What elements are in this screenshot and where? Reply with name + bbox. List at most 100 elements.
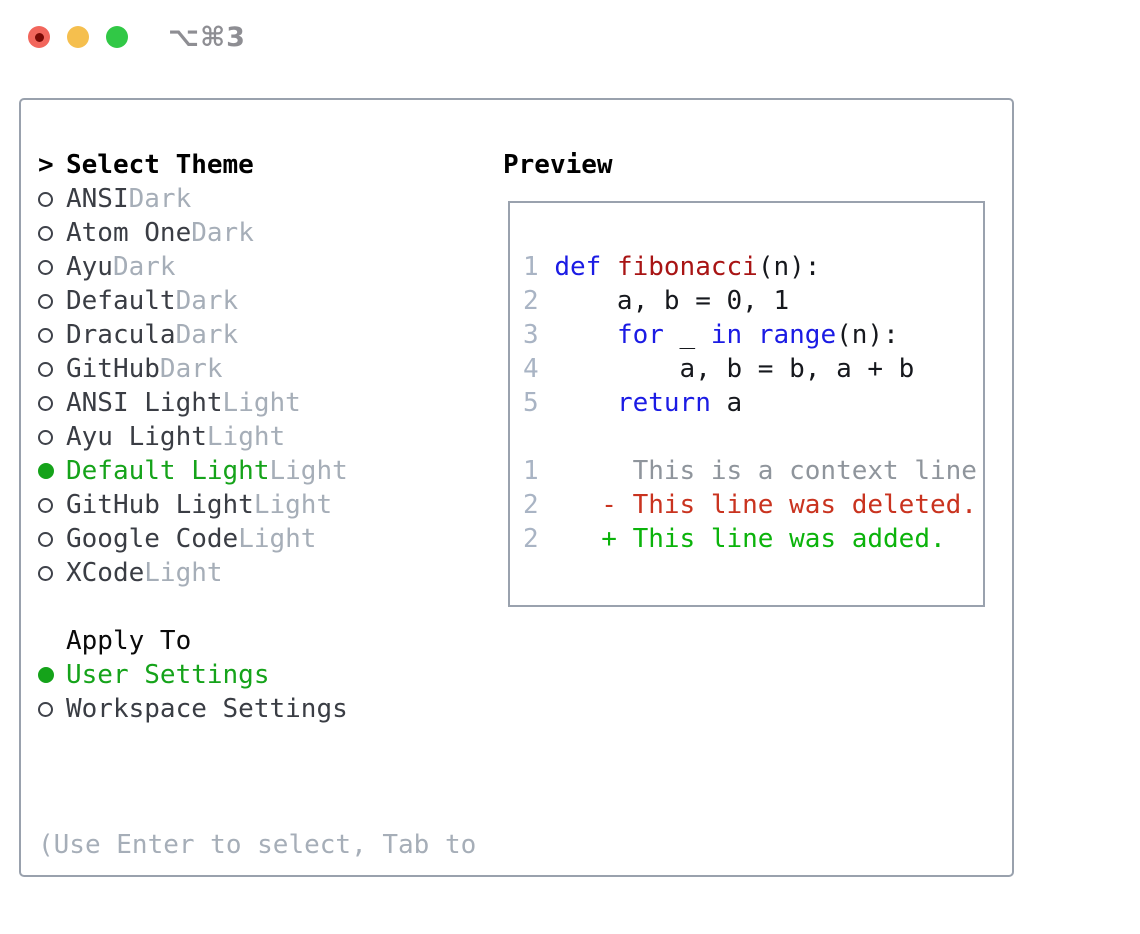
radio-icon <box>38 531 53 547</box>
prompt-icon: > <box>38 150 54 180</box>
theme-name: Default <box>66 286 176 316</box>
code-token: range <box>757 320 837 350</box>
code-token: _ <box>663 320 711 350</box>
code-token: fibonacci <box>616 252 758 282</box>
line-number: 2 <box>523 524 539 554</box>
diff-line-added: 2 + This line was added. <box>523 522 983 556</box>
theme-variant: Light <box>206 422 286 452</box>
code-token <box>539 320 617 350</box>
code-sample: 1 def fibonacci(n): 2 a, b = 0, 1 3 for … <box>523 250 983 420</box>
hint-text: (Use Enter to select, Tab to change focu… <box>38 760 503 934</box>
radio-icon <box>38 497 53 513</box>
minimize-button[interactable] <box>67 26 89 48</box>
theme-variant: Dark <box>112 252 176 282</box>
unsaved-dot-icon <box>34 32 44 42</box>
theme-variant: Light <box>238 524 317 554</box>
theme-variant: Light <box>144 558 223 588</box>
radio-icon <box>38 191 53 207</box>
apply-option-label: Workspace Settings <box>66 694 348 724</box>
radio-icon <box>38 429 53 445</box>
diff-token: + This line was added. <box>538 524 946 554</box>
theme-variant: Dark <box>175 320 239 350</box>
apply-option-label: User Settings <box>66 660 270 690</box>
theme-name: ANSI <box>66 184 129 214</box>
code-token: for <box>616 320 664 350</box>
radio-icon <box>38 701 53 717</box>
line-number: 2 <box>523 286 539 316</box>
theme-name: Google Code <box>66 524 239 554</box>
code-token <box>742 320 758 350</box>
theme-variant: Dark <box>191 218 254 248</box>
radio-icon <box>38 565 53 581</box>
preview-section: Preview 1 def fibonacci(n): 2 a, b = 0, … <box>503 148 993 875</box>
apply-to-header: Apply To <box>38 624 503 658</box>
window-hotkey: ⌥⌘3 <box>168 22 246 53</box>
theme-variant: Dark <box>159 354 223 384</box>
code-token: def <box>554 252 602 282</box>
theme-name: GitHub <box>66 354 160 384</box>
theme-name: XCode <box>66 558 145 588</box>
apply-option-row[interactable]: Workspace Settings <box>38 692 503 726</box>
hint-line-1: (Use Enter to select, Tab to <box>38 830 477 860</box>
diff-sample: 1 This is a context line. 2 - This line … <box>523 454 983 556</box>
code-token: a <box>710 388 743 418</box>
line-number: 5 <box>523 388 539 418</box>
diff-token: This is a context line. <box>538 456 985 486</box>
code-token: a, b = b, a + b <box>538 354 915 384</box>
code-line: 3 for _ in range(n): <box>523 318 983 352</box>
radio-icon <box>38 259 53 275</box>
line-number: 1 <box>523 456 539 486</box>
theme-name: ANSI Light <box>66 388 223 418</box>
line-number: 1 <box>523 252 539 282</box>
theme-name: Ayu Light <box>66 422 207 452</box>
radio-icon <box>38 361 53 377</box>
select-theme-title: Select Theme <box>66 150 254 180</box>
preview-title: Preview <box>503 150 613 180</box>
line-number: 4 <box>523 354 539 384</box>
radio-icon <box>38 293 53 309</box>
radio-icon <box>38 667 54 683</box>
code-token: return <box>616 388 711 418</box>
traffic-lights <box>28 26 128 48</box>
select-theme-header: > Select Theme <box>38 148 503 182</box>
line-number: 2 <box>523 490 539 520</box>
code-token: (n): <box>757 252 821 282</box>
diff-line-context: 1 This is a context line. <box>523 454 983 488</box>
theme-variant: Light <box>222 388 301 418</box>
line-number: 3 <box>523 320 539 350</box>
apply-to-title: Apply To <box>66 626 192 656</box>
theme-name: Ayu <box>66 252 113 282</box>
preview-box: 1 def fibonacci(n): 2 a, b = 0, 1 3 for … <box>508 201 985 607</box>
theme-variant: Dark <box>175 286 239 316</box>
code-line: 5 return a <box>523 386 983 420</box>
close-button[interactable] <box>28 26 50 48</box>
radio-icon <box>38 225 53 241</box>
hint-line-2: change focus) <box>38 930 503 934</box>
theme-name: Default Light <box>66 456 270 486</box>
theme-name: Atom One <box>66 218 192 248</box>
code-token: (n): <box>836 320 899 350</box>
theme-name: Dracula <box>66 320 176 350</box>
zoom-button[interactable] <box>106 26 128 48</box>
code-line: 4 a, b = b, a + b <box>523 352 983 386</box>
diff-line-deleted: 2 - This line was deleted. <box>523 488 983 522</box>
apply-option-row[interactable]: User Settings <box>38 658 503 692</box>
theme-variant: Light <box>253 490 333 520</box>
radio-icon <box>38 463 54 479</box>
theme-variant: Dark <box>128 184 192 214</box>
code-token <box>539 388 617 418</box>
